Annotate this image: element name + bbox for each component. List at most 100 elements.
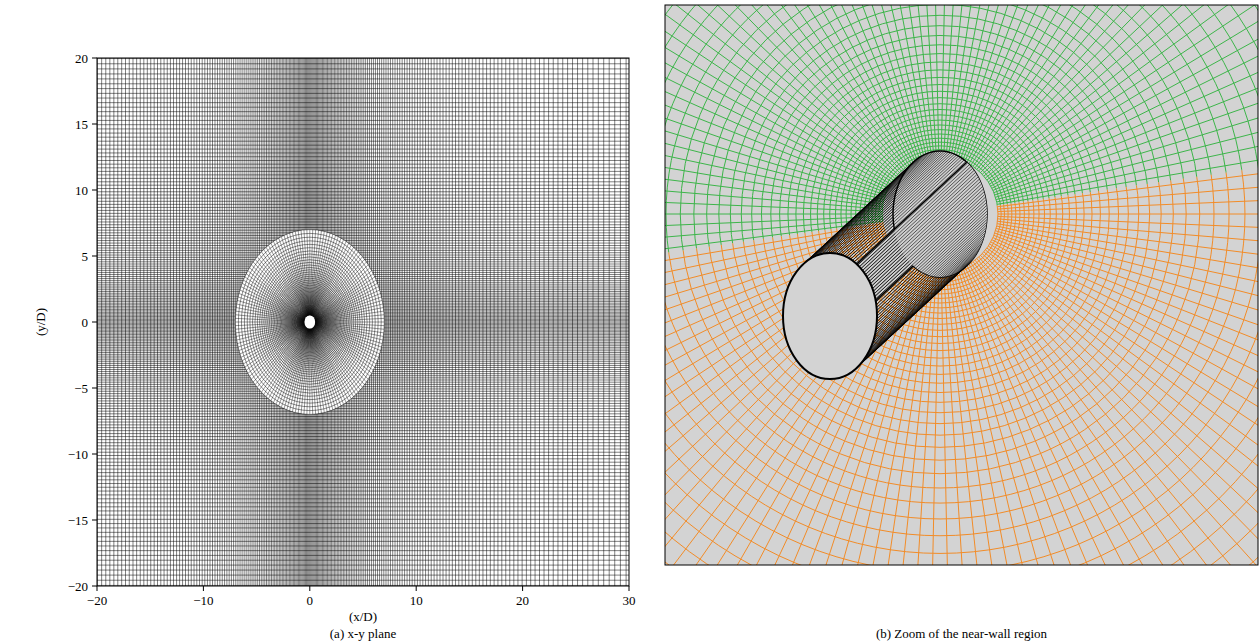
grid-spoke xyxy=(315,283,378,319)
grid-line xyxy=(97,83,629,84)
tick-mark xyxy=(309,586,310,591)
grid-spoke xyxy=(941,272,959,565)
grid-spoke xyxy=(956,5,1182,158)
grid-spoke xyxy=(997,224,1258,364)
grid-line xyxy=(97,145,629,146)
grid-spoke xyxy=(315,311,384,321)
grid-spoke xyxy=(984,5,1258,176)
grid-ring xyxy=(680,5,1199,474)
grid-spoke xyxy=(698,5,924,158)
grid-spoke xyxy=(883,5,936,156)
grid-spoke xyxy=(237,324,304,344)
grid-spoke xyxy=(665,5,892,182)
o-grid-ground xyxy=(235,230,384,415)
grid-spoke xyxy=(314,265,368,318)
grid-spoke xyxy=(665,244,890,565)
grid-line xyxy=(97,102,629,103)
grid-spoke xyxy=(313,327,358,392)
grid-spoke xyxy=(665,5,892,182)
grid-spoke xyxy=(665,5,885,195)
grid-spoke xyxy=(998,139,1258,209)
grid-spoke xyxy=(960,268,1253,565)
grid-line xyxy=(97,391,629,392)
tick-mark xyxy=(416,586,417,591)
grid-line xyxy=(97,527,629,528)
grid-spoke xyxy=(665,252,896,565)
surface-line xyxy=(867,175,977,277)
grid-line xyxy=(97,149,629,150)
grid-spoke xyxy=(921,272,939,565)
tick-label: −5 xyxy=(74,382,88,395)
grid-spoke xyxy=(310,329,318,414)
grid-line xyxy=(97,393,629,394)
grid-spoke xyxy=(997,27,1258,202)
grid-spoke xyxy=(665,5,901,171)
grid-spoke xyxy=(965,266,1258,565)
grid-spoke xyxy=(665,5,907,166)
axis-label: (x/D) xyxy=(349,610,377,623)
grid-spoke xyxy=(312,328,346,403)
surface-line xyxy=(877,211,987,313)
grid-line xyxy=(97,188,629,189)
grid-spoke xyxy=(253,326,306,382)
grid-line xyxy=(97,78,629,79)
grid-spoke xyxy=(259,327,306,390)
grid-spoke xyxy=(996,5,1258,197)
grid-spoke xyxy=(290,233,309,316)
upper-block xyxy=(665,5,1258,565)
grid-spoke xyxy=(665,233,885,510)
grid-line xyxy=(97,232,629,233)
grid-spoke xyxy=(962,267,1258,565)
caption: (a) x-y plane xyxy=(330,627,396,640)
grid-spoke xyxy=(301,329,309,414)
grid-line xyxy=(97,487,629,488)
grid-spoke xyxy=(314,277,374,319)
grid-spoke xyxy=(958,5,1218,159)
grid-spoke xyxy=(665,5,903,169)
grid-spoke xyxy=(315,297,382,320)
surface-line xyxy=(820,153,930,255)
grid-spoke xyxy=(998,176,1258,211)
grid-line xyxy=(97,124,629,125)
grid-spoke xyxy=(665,5,913,163)
grid-spoke xyxy=(315,300,382,320)
grid-line xyxy=(97,167,629,168)
grid-spoke xyxy=(965,5,1258,162)
grid-spoke xyxy=(991,5,1258,186)
tick-mark xyxy=(92,190,97,191)
grid-spoke xyxy=(315,308,383,321)
grid-spoke xyxy=(962,5,1258,161)
grid-ring xyxy=(665,5,1258,565)
grid-line xyxy=(97,111,629,112)
grid-spoke xyxy=(665,5,907,166)
grid-line xyxy=(97,235,629,236)
grid-spoke xyxy=(969,5,1258,164)
grid-ring xyxy=(304,315,315,328)
grid-spoke xyxy=(243,280,305,319)
grid-line xyxy=(97,413,629,414)
grid-spoke xyxy=(665,228,884,437)
grid-spoke xyxy=(960,268,1253,565)
grid-spoke xyxy=(809,5,932,157)
surface-line xyxy=(812,156,922,258)
grid-spoke xyxy=(982,254,1258,565)
grid-ring xyxy=(665,5,1258,565)
grid-spoke xyxy=(313,254,360,317)
grid-spoke xyxy=(992,5,1258,188)
grid-spoke xyxy=(273,241,307,316)
grid-spoke xyxy=(665,5,901,171)
grid-spoke xyxy=(311,328,330,411)
tick-label: 0 xyxy=(82,316,89,329)
grid-spoke xyxy=(967,5,1258,163)
grid-spoke xyxy=(977,259,1258,565)
grid-spoke xyxy=(314,327,363,388)
tick-label: 30 xyxy=(623,594,636,607)
grid-spoke xyxy=(988,246,1258,565)
grid-spoke xyxy=(315,290,380,320)
grid-spoke xyxy=(665,254,898,565)
grid-spoke xyxy=(973,262,1258,565)
grid-spoke xyxy=(990,5,1258,184)
grid-spoke xyxy=(665,5,886,193)
grid-line xyxy=(97,502,629,503)
grid-line xyxy=(97,515,629,516)
